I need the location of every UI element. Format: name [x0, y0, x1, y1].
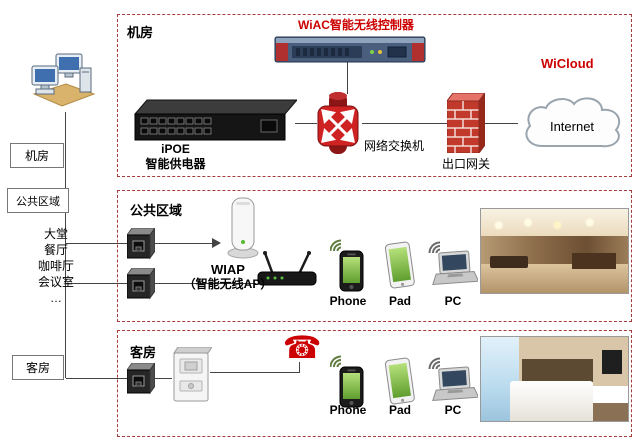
- ethernet-port-icon: [126, 266, 156, 300]
- tablet-icon: [382, 238, 418, 294]
- location-list: 大堂 餐厅 咖啡厅 会议室 …: [28, 226, 84, 306]
- public-area-title: 公共区域: [130, 203, 183, 218]
- ipoe-switch-icon: [133, 98, 299, 142]
- location-item: 会议室: [37, 275, 74, 289]
- guest-room-photo: [480, 336, 629, 422]
- sidebar-tag-guest-room: 客房: [12, 355, 64, 380]
- ethernet-port-icon: [126, 226, 156, 260]
- wiap-label-line1: WIAP: [211, 262, 245, 277]
- machine-room-box: [117, 14, 632, 177]
- network-computers-icon: [22, 48, 100, 112]
- connector-line: [155, 378, 172, 379]
- wiac-controller-label: WiAC智能无线控制器: [298, 18, 414, 32]
- connector-line: [484, 123, 518, 124]
- smartphone-icon: [329, 236, 366, 294]
- internet-label: Internet: [549, 118, 595, 134]
- location-item: …: [50, 291, 62, 305]
- connector-line: [66, 243, 127, 244]
- connector-line: [66, 283, 127, 284]
- guest-room-title: 客房: [130, 345, 157, 360]
- public-area-box: [117, 190, 632, 322]
- wifi-router-icon: [256, 250, 318, 292]
- location-item: 咖啡厅: [37, 259, 74, 273]
- wicloud-label: WiCloud: [541, 56, 594, 71]
- laptop-icon: [428, 356, 480, 410]
- lobby-photo: [480, 208, 629, 294]
- pad-label: Pad: [388, 294, 411, 308]
- connector-line: [299, 362, 300, 372]
- core-switch-icon: [314, 90, 362, 162]
- wiac-controller-icon: [274, 36, 426, 63]
- pad-label: Pad: [388, 403, 411, 417]
- wall-ap-icon: [172, 346, 213, 403]
- guest-room-box: [117, 330, 632, 437]
- ipoe-label: iPOE 智能供电器: [118, 142, 233, 172]
- internet-cloud-icon: Internet: [516, 94, 628, 158]
- location-item: 大堂: [43, 227, 68, 241]
- machine-room-title: 机房: [127, 25, 154, 40]
- ipoe-label-line1: iPOE: [161, 142, 190, 156]
- connector-line: [155, 283, 256, 284]
- connector-line: [155, 243, 213, 244]
- connector-line: [66, 378, 127, 379]
- connector-line: [210, 372, 300, 373]
- ethernet-port-icon: [126, 361, 156, 395]
- connector-line: [295, 123, 317, 124]
- connector-line: [362, 123, 448, 124]
- phone-label: Phone: [329, 294, 367, 308]
- phone-label: Phone: [329, 403, 367, 417]
- gateway-label: 出口网关: [441, 157, 490, 171]
- laptop-icon: [428, 240, 480, 294]
- connector-line: [347, 62, 348, 94]
- pc-label: PC: [444, 403, 462, 417]
- telephone-icon: ☎: [282, 330, 322, 366]
- wiap-label-line2: （智能无线AP）: [183, 277, 273, 291]
- arrow-right-icon: [212, 238, 221, 248]
- switch-label: 网络交换机: [364, 139, 425, 153]
- sidebar-tag-public-area: 公共区域: [7, 188, 69, 213]
- firewall-icon: [446, 91, 486, 155]
- smartphone-icon: [329, 352, 366, 410]
- pc-label: PC: [444, 294, 462, 308]
- sidebar-tag-machine-room: 机房: [10, 143, 64, 168]
- wireless-ap-icon: [222, 196, 264, 260]
- location-item: 餐厅: [43, 243, 68, 257]
- ipoe-label-line2: 智能供电器: [145, 157, 206, 171]
- tablet-icon: [382, 354, 418, 410]
- wiap-label: WIAP （智能无线AP）: [174, 262, 282, 292]
- trunk-line: [65, 112, 66, 378]
